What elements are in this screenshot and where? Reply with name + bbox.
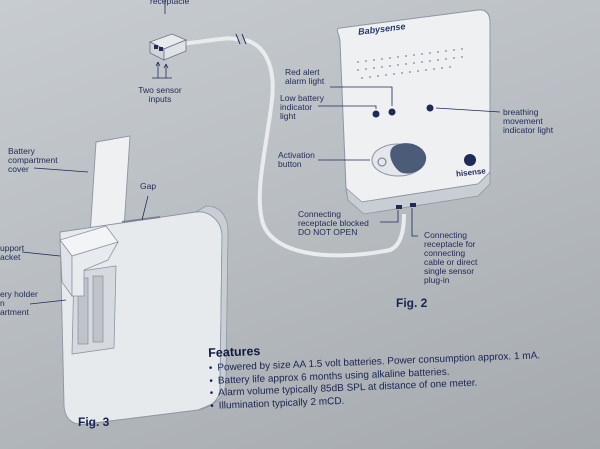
support-bracket-label: upport acket <box>0 243 25 262</box>
breathing-light <box>426 104 434 112</box>
fig-3-caption: Fig. 3 <box>78 415 110 429</box>
battery-holder-label: ery holder n artment <box>0 289 38 317</box>
sensor-inputs-label: Two sensor inputs <box>138 85 182 104</box>
monitor-device <box>336 9 491 215</box>
red-alert-label: Red alert alarm light <box>285 67 325 86</box>
activation-label: Activation button <box>278 150 315 169</box>
battery-cover-label: Battery compartment cover <box>8 146 58 174</box>
activation-button-shape <box>390 143 427 174</box>
conn-blocked-label: Connecting receptacle blocked DO NOT OPE… <box>298 209 369 237</box>
breathing-label: breathing movement indicator light <box>503 107 554 135</box>
sensor-cable <box>181 36 240 46</box>
low-battery-light <box>372 110 380 118</box>
gap-label: Gap <box>140 181 157 191</box>
red-alert-light <box>388 108 396 116</box>
fig-2-caption: Fig. 2 <box>396 296 428 310</box>
battery-device <box>59 135 229 425</box>
conn-for-label: Connecting receptacle for connecting cab… <box>424 230 478 285</box>
low-battery-label: Low battery indicator light <box>280 93 324 121</box>
receptacle-label: receptacle <box>150 0 190 6</box>
sensor-plug <box>148 33 188 61</box>
